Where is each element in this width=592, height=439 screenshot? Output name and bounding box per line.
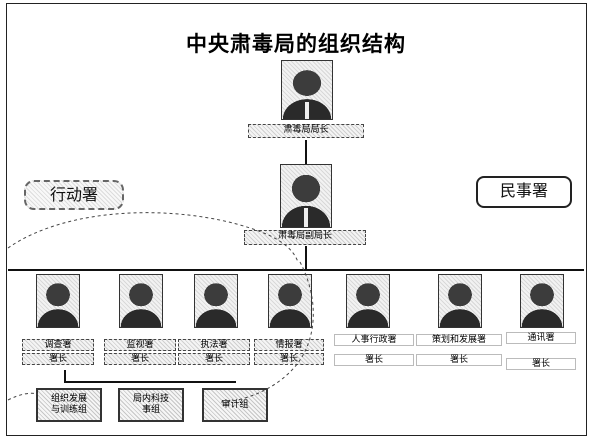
- unit-0: 组织发展 与训练组: [36, 388, 102, 422]
- unit-bus: [64, 381, 236, 383]
- division-role: 署长: [104, 353, 176, 365]
- page-title: 中央肃毒局的组织结构: [186, 32, 406, 56]
- unit-1: 局内科技 事组: [118, 388, 184, 422]
- division-role: 署长: [334, 354, 414, 366]
- unit-2: 审计组: [202, 388, 268, 422]
- division-role: 署长: [416, 354, 502, 366]
- division-name: 执法署: [178, 339, 250, 351]
- dashed-curve-tail: [7, 392, 39, 401]
- dashed-curve-arc: [7, 212, 299, 263]
- division-photo: [520, 274, 564, 328]
- connector-director-deputy: [305, 140, 307, 166]
- deputy-photo: [280, 164, 332, 228]
- director-label: 肃毒局局长: [248, 124, 364, 138]
- division-name: 情报署: [254, 339, 324, 351]
- unit-line2: 事组: [141, 405, 160, 415]
- division-name: 策划和发展署: [416, 334, 502, 346]
- unit-line1: 局内科技: [132, 394, 169, 404]
- side-box-left: 行动署: [24, 180, 124, 210]
- division-name: 人事行政署: [334, 334, 414, 346]
- division-role: 署长: [178, 353, 250, 365]
- unit-line2: 与训练组: [50, 405, 87, 415]
- division-photo: [36, 274, 80, 328]
- division-bus: [8, 269, 584, 271]
- division-name: 调查署: [22, 339, 94, 351]
- division-photo: [268, 274, 312, 328]
- dashed-curve-sweep: [219, 261, 314, 403]
- unit-connector-vertical: [64, 370, 66, 382]
- deputy-label: 肃毒局副局长: [244, 230, 366, 245]
- division-photo: [346, 274, 390, 328]
- unit-line1: 审计组: [221, 400, 249, 410]
- division-name: 监视署: [104, 339, 176, 351]
- connector-deputy-bus: [305, 246, 307, 270]
- division-role: 署长: [506, 358, 576, 370]
- division-photo: [194, 274, 238, 328]
- division-photo: [119, 274, 163, 328]
- unit-line1: 组织发展: [50, 394, 87, 404]
- director-photo: [281, 60, 333, 120]
- side-box-right: 民事署: [476, 176, 572, 208]
- division-role: 署长: [254, 353, 324, 365]
- division-role: 署长: [22, 353, 94, 365]
- division-name: 通讯署: [506, 332, 576, 344]
- division-photo: [438, 274, 482, 328]
